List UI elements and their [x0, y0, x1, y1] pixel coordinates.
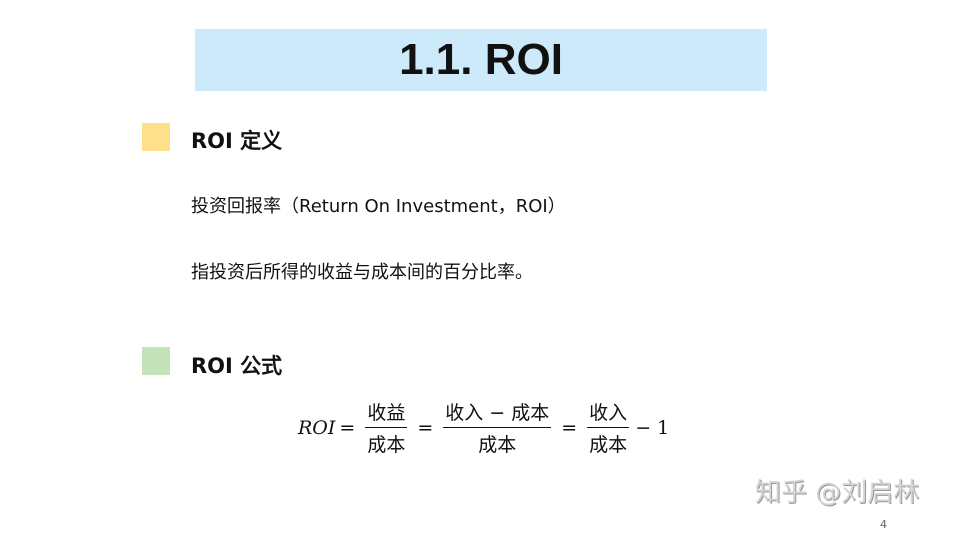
- section-heading-definition: ROI 定义: [191, 129, 283, 153]
- fraction-2: 收入 − 成本成本: [443, 398, 552, 457]
- equals: =: [339, 416, 356, 439]
- numerator: 收入 − 成本: [443, 398, 552, 428]
- slide-title: 1.1. ROI: [195, 29, 767, 91]
- equals: =: [417, 416, 434, 439]
- fraction-1: 收益成本: [365, 398, 408, 457]
- denominator: 成本: [478, 434, 517, 456]
- section-heading-formula: ROI 公式: [191, 354, 283, 378]
- denominator: 成本: [589, 434, 628, 456]
- numerator: 收益: [365, 398, 408, 428]
- definition-line-2: 指投资后所得的收益与成本间的百分比率。: [191, 262, 533, 283]
- formula-lhs: ROI: [298, 416, 336, 439]
- numerator: 收入: [587, 398, 630, 428]
- fraction-3: 收入成本: [587, 398, 630, 457]
- bullet-square-yellow: [142, 123, 170, 151]
- formula-tail: − 1: [635, 416, 670, 439]
- equals: =: [561, 416, 578, 439]
- definition-line-1: 投资回报率（Return On Investment，ROI）: [191, 196, 566, 217]
- watermark: 知乎 @刘启林: [755, 478, 920, 508]
- denominator: 成本: [367, 434, 406, 456]
- roi-formula: ROI = 收益成本 = 收入 − 成本成本 = 收入成本 − 1: [298, 398, 669, 457]
- bullet-square-green: [142, 347, 170, 375]
- page-number: 4: [880, 518, 887, 531]
